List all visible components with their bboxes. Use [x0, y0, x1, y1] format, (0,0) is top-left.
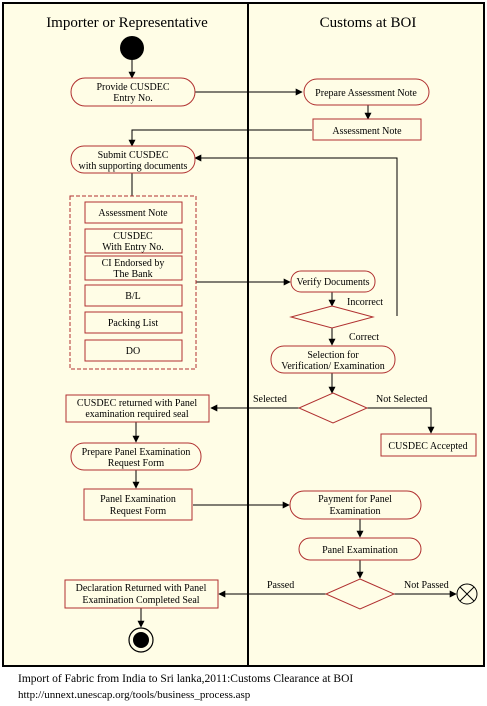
activity-prepare-assessment-note	[303, 78, 430, 106]
edge-label-not-selected: Not Selected	[376, 394, 427, 405]
edge-label-not-passed: Not Passed	[404, 580, 449, 591]
label-doc-bl: B/L	[125, 291, 141, 302]
label-doc-assessment-note: Assessment Note	[98, 208, 168, 219]
object-declaration-returned	[64, 579, 219, 609]
edge-notselected-accepted	[366, 407, 435, 434]
edge-incorrect-submit	[194, 154, 398, 316]
label-cusdec-accepted: CUSDEC Accepted	[388, 441, 467, 452]
object-panel-request-form	[83, 488, 193, 521]
edge-label-selected: Selected	[253, 394, 287, 405]
decision-verify	[289, 305, 375, 329]
decision-panel	[324, 578, 396, 610]
activity-prepare-panel-form	[70, 442, 202, 471]
figure-caption: Import of Fabric from India to Sri lanka…	[18, 673, 354, 685]
label-verify-documents: Verify Documents	[296, 277, 369, 288]
activity-submit-cusdec	[70, 145, 196, 174]
edge-label-incorrect: Incorrect	[347, 297, 383, 308]
doc-assessment-note	[84, 201, 183, 224]
activity-verify-documents	[290, 270, 376, 293]
activity-selection	[270, 345, 396, 374]
label-doc-do: DO	[126, 346, 140, 357]
edge-label-passed: Passed	[267, 580, 294, 591]
flow-final-node	[456, 583, 478, 605]
lane-header-customs: Customs at BOI	[320, 15, 417, 31]
label-assessment-note: Assessment Note	[332, 126, 402, 137]
label-prepare-assessment-note: Prepare Assessment Note	[315, 88, 417, 99]
doc-do	[84, 339, 183, 362]
doc-ci-endorsed	[84, 255, 183, 281]
source-url: http://unnext.unescap.org/tools/business…	[18, 689, 251, 701]
object-cusdec-returned	[65, 394, 210, 423]
object-cusdec-accepted	[380, 433, 477, 457]
doc-bl	[84, 284, 183, 307]
label-panel-examination: Panel Examination	[322, 545, 398, 556]
activity-panel-examination	[298, 537, 422, 561]
doc-packing-list	[84, 311, 183, 334]
activity-provide-cusdec	[70, 77, 196, 107]
edge-label-correct: Correct	[349, 332, 379, 343]
lane-header-importer: Importer or Representative	[46, 15, 208, 31]
decision-selection	[297, 392, 369, 424]
doc-cusdec	[84, 228, 183, 254]
object-assessment-note	[312, 118, 422, 141]
end-node-inner	[133, 632, 149, 648]
activity-diagram: Importer or Representative Customs at BO…	[2, 2, 485, 667]
start-node	[120, 36, 144, 60]
edge-note-submit	[128, 129, 312, 147]
label-doc-packing: Packing List	[108, 318, 158, 329]
activity-payment-panel	[289, 490, 422, 520]
